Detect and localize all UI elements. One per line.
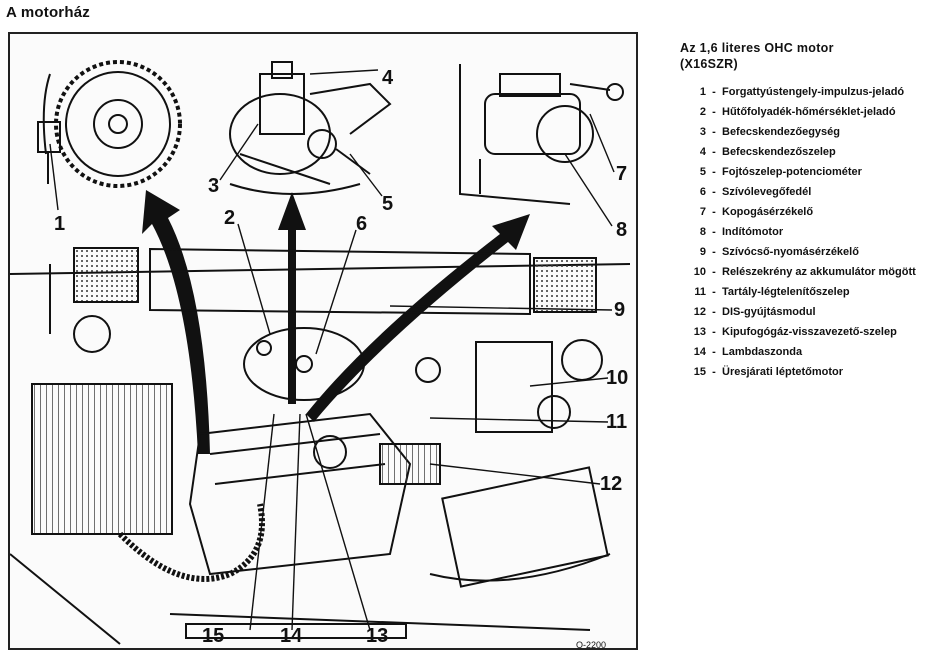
legend-item: 7-Kopogásérzékelő [680,206,920,218]
legend-item: 15-Üresjárati léptetőmotor [680,366,920,378]
legend-item-number: 4 [699,146,706,158]
callout-14: 14 [280,625,303,647]
legend-item-text: DIS-gyújtásmodul [722,306,816,318]
callout-8: 8 [616,219,628,241]
legend-item-text: Kipufogógáz-visszavezető-szelep [722,326,897,338]
legend-item-number: 3 [699,126,706,138]
legend-item: 8-Indítómotor [680,226,920,238]
legend-item-text: Forgattyústengely-impulzus-jeladó [722,86,905,98]
legend-item-number: 11 [694,286,706,298]
callout-6: 6 [356,213,368,235]
page-title: A motorház [6,4,90,21]
callout-11: 11 [606,411,628,433]
legend-item-text: Üresjárati léptetőmotor [722,366,844,378]
legend-item-dash: - [712,346,716,358]
legend-item-text: Hűtőfolyadék-hőmérséklet-jeladó [722,106,896,118]
engine-bay-drawing [10,60,631,645]
legend-item-number: 2 [699,106,706,118]
legend-item-dash: - [712,286,716,298]
legend-item: 12-DIS-gyújtásmodul [680,306,920,318]
callout-5: 5 [382,193,394,215]
legend-heading-line1: Az 1,6 literes OHC motor [680,41,834,55]
callout-2: 2 [224,207,236,229]
legend-heading: Az 1,6 literes OHC motor (X16SZR) [680,40,920,72]
legend-item-text: Indítómotor [722,226,784,238]
legend-item-dash: - [712,186,716,198]
legend-item-text: Tartály-légtelenítőszelep [722,286,850,298]
callout-7: 7 [616,163,628,185]
callout-15: 15 [202,625,225,647]
legend-item-text: Kopogásérzékelő [722,206,814,218]
callout-12: 12 [600,473,623,495]
legend-item-number: 10 [693,266,706,278]
legend-item-number: 5 [699,166,706,178]
legend-item-number: 13 [693,326,706,338]
legend-item-dash: - [712,146,716,158]
legend-item-dash: - [712,306,716,318]
legend-item: 6-Szívólevegőfedél [680,186,920,198]
legend-item-dash: - [712,106,716,118]
legend-item-number: 6 [699,186,706,198]
legend-item: 4-Befecskendezőszelep [680,146,920,158]
leader-lines [49,69,615,631]
legend-item-dash: - [712,266,716,278]
legend-item-number: 12 [693,306,706,318]
engine-bay-main [10,247,631,645]
legend-item-dash: - [712,366,716,378]
legend-item-dash: - [712,226,716,238]
legend-item: 14-Lambdaszonda [680,346,920,358]
legend-item: 9-Szívócső-nyomásérzékelő [680,246,920,258]
starter-motor-detail [459,64,624,205]
callout-3: 3 [208,175,220,197]
legend-item-dash: - [712,326,716,338]
arrows [142,190,530,454]
figure-code: O-2200 [576,640,607,650]
legend-item-text: Befecskendezőszelep [722,146,836,158]
callout-9: 9 [614,299,626,321]
legend-heading-line2: (X16SZR) [680,57,738,71]
callout-10: 10 [606,367,629,389]
legend-item-number: 15 [693,366,706,378]
legend-item-text: Lambdaszonda [722,346,803,358]
legend-item-number: 1 [699,86,706,98]
legend-item-number: 14 [693,346,706,358]
legend-item: 3-Befecskendezőegység [680,126,920,138]
callout-1: 1 [54,213,66,235]
legend-item-text: Szívócső-nyomásérzékelő [722,246,859,258]
legend-item-number: 8 [699,226,706,238]
callout-4: 4 [382,67,394,89]
legend-item: 2-Hűtőfolyadék-hőmérséklet-jeladó [680,106,920,118]
legend-item: 13-Kipufogógáz-visszavezető-szelep [680,326,920,338]
legend: Az 1,6 literes OHC motor (X16SZR) 1-Forg… [680,40,920,386]
legend-item-text: Szívólevegőfedél [722,186,812,198]
legend-item-dash: - [712,86,716,98]
legend-item: 11-Tartály-légtelenítőszelep [680,286,920,298]
legend-item-text: Relészekrény az akkumulátor mögött [722,266,916,278]
legend-item-dash: - [712,126,716,138]
legend-list: 1-Forgattyústengely-impulzus-jeladó 2-Hű… [680,86,920,378]
legend-item-dash: - [712,206,716,218]
legend-item: 1-Forgattyústengely-impulzus-jeladó [680,86,920,98]
legend-item-dash: - [712,246,716,258]
engine-bay-diagram: 1 2 3 4 5 6 7 8 9 10 11 12 15 14 13 O-22… [8,32,638,650]
legend-item: 5-Fojtószelep-potenciométer [680,166,920,178]
legend-item-text: Befecskendezőegység [722,126,840,138]
legend-item-text: Fojtószelep-potenciométer [722,166,862,178]
legend-item-number: 9 [699,246,706,258]
legend-item-number: 7 [699,206,706,218]
crankshaft-sensor-detail [37,60,182,188]
legend-item: 10-Relészekrény az akkumulátor mögött [680,266,920,278]
legend-item-dash: - [712,166,716,178]
callout-13: 13 [366,625,389,647]
